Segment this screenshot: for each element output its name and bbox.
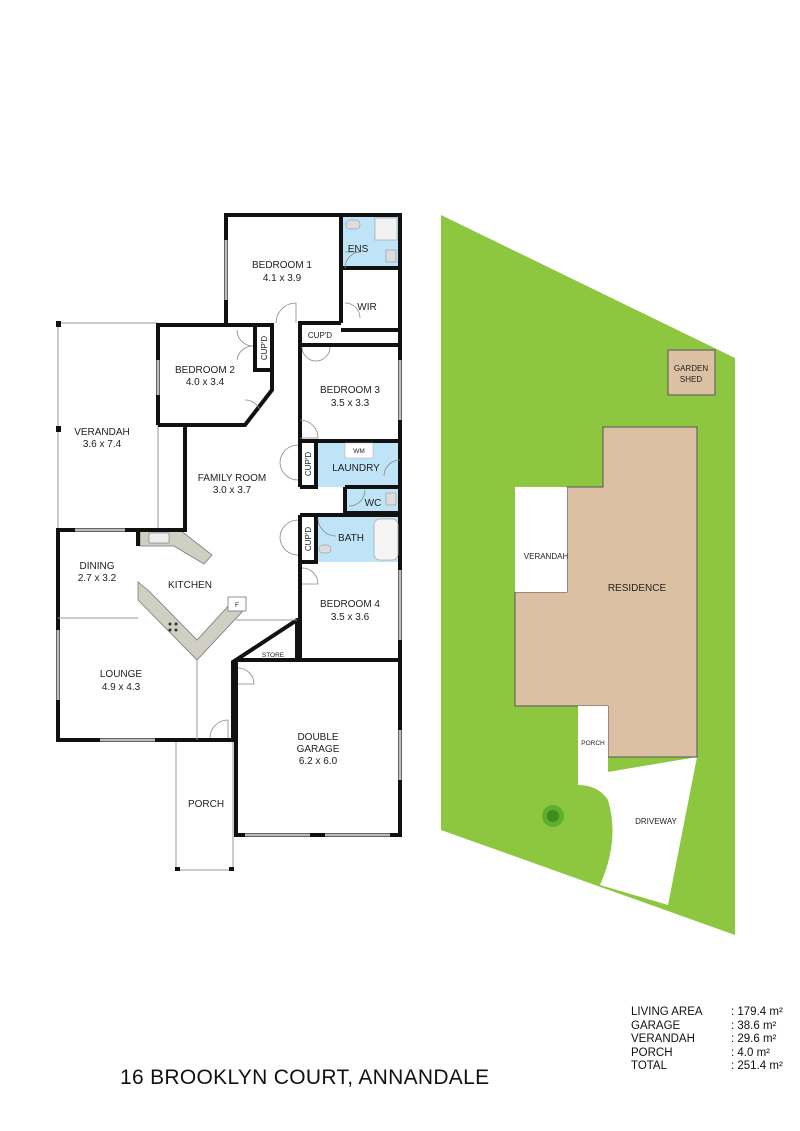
room-labels: BEDROOM 1 4.1 x 3.9 ENS WIR CUP'D CUP'D … <box>74 244 381 810</box>
size-bedroom3: 3.5 x 3.3 <box>331 398 370 409</box>
driveway <box>578 757 697 905</box>
area-row: LIVING AREA : 179.4 m² <box>631 1006 783 1020</box>
cooktop-icon <box>168 622 178 632</box>
label-garage-1: DOUBLE <box>297 732 338 743</box>
label-residence: RESIDENCE <box>608 583 667 594</box>
label-wm: WM <box>353 448 365 455</box>
label-cupd-top: CUP'D <box>308 331 332 340</box>
area-label: VERANDAH <box>631 1033 695 1045</box>
door-swings <box>209 251 401 739</box>
label-garden-shed-2: SHED <box>680 375 702 384</box>
label-bedroom3: BEDROOM 3 <box>320 385 380 396</box>
label-dining: DINING <box>80 561 115 572</box>
size-garage: 6.2 x 6.0 <box>299 756 338 767</box>
size-bedroom1: 4.1 x 3.9 <box>263 273 302 284</box>
area-value: : 29.6 m² <box>731 1033 777 1045</box>
area-value: : 251.4 m² <box>731 1060 783 1072</box>
label-garage-2: GARAGE <box>297 744 340 755</box>
label-bath: BATH <box>338 533 364 544</box>
label-kitchen: KITCHEN <box>168 580 212 591</box>
label-store: STORE <box>262 652 285 659</box>
site-plan: GARDEN SHED VERANDAH RESIDENCE PORCH DRI… <box>441 215 735 935</box>
label-cupd-bed2: CUP'D <box>260 336 269 360</box>
label-bedroom2: BEDROOM 2 <box>175 365 235 376</box>
label-wc: WC <box>365 498 382 509</box>
size-verandah: 3.6 x 7.4 <box>83 439 122 450</box>
size-bedroom2: 4.0 x 3.4 <box>186 377 225 388</box>
area-row: VERANDAH : 29.6 m² <box>631 1033 783 1047</box>
label-cupd-laundry: CUP'D <box>304 452 313 476</box>
size-family-room: 3.0 x 3.7 <box>213 485 252 496</box>
tree-icon <box>542 805 564 827</box>
washing-machine <box>344 442 374 459</box>
site-verandah <box>515 487 567 592</box>
area-value: : 4.0 m² <box>731 1046 770 1059</box>
label-family-room: FAMILY ROOM <box>198 473 267 484</box>
area-row: TOTAL : 251.4 m² <box>631 1060 783 1074</box>
area-value: : 179.4 m² <box>731 1006 783 1018</box>
label-bedroom1: BEDROOM 1 <box>252 260 312 271</box>
label-garden-shed-1: GARDEN <box>674 364 708 373</box>
property-address-title: 16 BROOKLYN COURT, ANNANDALE <box>120 1066 490 1089</box>
area-label: TOTAL <box>631 1060 667 1072</box>
label-bedroom4: BEDROOM 4 <box>320 599 380 610</box>
area-summary: LIVING AREA : 179.4 m² GARAGE : 38.6 m² VE… <box>631 1006 783 1074</box>
label-verandah: VERANDAH <box>74 427 130 438</box>
sink-icon <box>148 532 170 544</box>
area-value: : 38.6 m² <box>731 1019 777 1032</box>
label-site-verandah: VERANDAH <box>524 552 569 561</box>
residence <box>514 426 698 758</box>
wc-toilet-icon <box>385 492 397 506</box>
bathtub-icon <box>373 518 399 561</box>
area-row: PORCH : 4.0 m² <box>631 1047 783 1061</box>
shower-icon <box>374 217 398 241</box>
kitchen-counter <box>137 529 247 661</box>
area-label: PORCH <box>631 1046 673 1059</box>
basin-icon <box>318 544 332 554</box>
size-lounge: 4.9 x 4.3 <box>102 682 141 693</box>
label-laundry: LAUNDRY <box>332 463 380 474</box>
area-row: GARAGE : 38.6 m² <box>631 1020 783 1034</box>
label-driveway: DRIVEWAY <box>635 817 677 826</box>
ens-basin-icon <box>345 219 361 230</box>
label-fridge: F <box>235 602 239 609</box>
label-porch: PORCH <box>188 799 224 810</box>
area-label: LIVING AREA <box>631 1006 703 1018</box>
size-bedroom4: 3.5 x 3.6 <box>331 612 370 623</box>
label-ens: ENS <box>348 244 369 255</box>
windows <box>56 240 402 837</box>
walls <box>56 213 402 837</box>
size-dining: 2.7 x 3.2 <box>78 573 117 584</box>
toilet-icon <box>385 249 397 263</box>
area-label: GARAGE <box>631 1019 681 1032</box>
garden-shed <box>667 349 716 396</box>
label-lounge: LOUNGE <box>100 669 143 680</box>
label-cupd-bath: CUP'D <box>304 527 313 551</box>
label-site-porch: PORCH <box>581 740 605 747</box>
site-porch <box>578 706 608 777</box>
label-wir: WIR <box>357 302 376 313</box>
